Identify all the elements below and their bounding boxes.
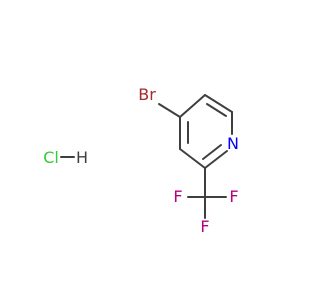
bond-n-c2 <box>204 150 228 169</box>
bond-n-c2-inner <box>202 144 222 160</box>
atom-f-right: F <box>229 187 238 206</box>
atom-f-left: F <box>173 187 182 206</box>
structure-canvas: Br N F F F Cl H <box>43 85 239 236</box>
atom-f-bottom: F <box>200 217 209 236</box>
atom-h: H <box>76 148 88 167</box>
bonds <box>60 94 233 219</box>
bond-br-c4 <box>158 103 181 118</box>
bond-c2-c3 <box>179 148 206 169</box>
atom-br: Br <box>138 85 156 104</box>
bond-c5-c6-inner <box>206 103 227 117</box>
atom-labels: Br N F F F Cl H <box>43 85 239 236</box>
atom-cl: Cl <box>43 148 59 167</box>
bond-c4-c5 <box>179 94 206 118</box>
atom-n: N <box>227 134 239 153</box>
bond-c5-c6 <box>204 94 233 113</box>
molecule-drawing: Br N F F F Cl H <box>43 85 239 236</box>
